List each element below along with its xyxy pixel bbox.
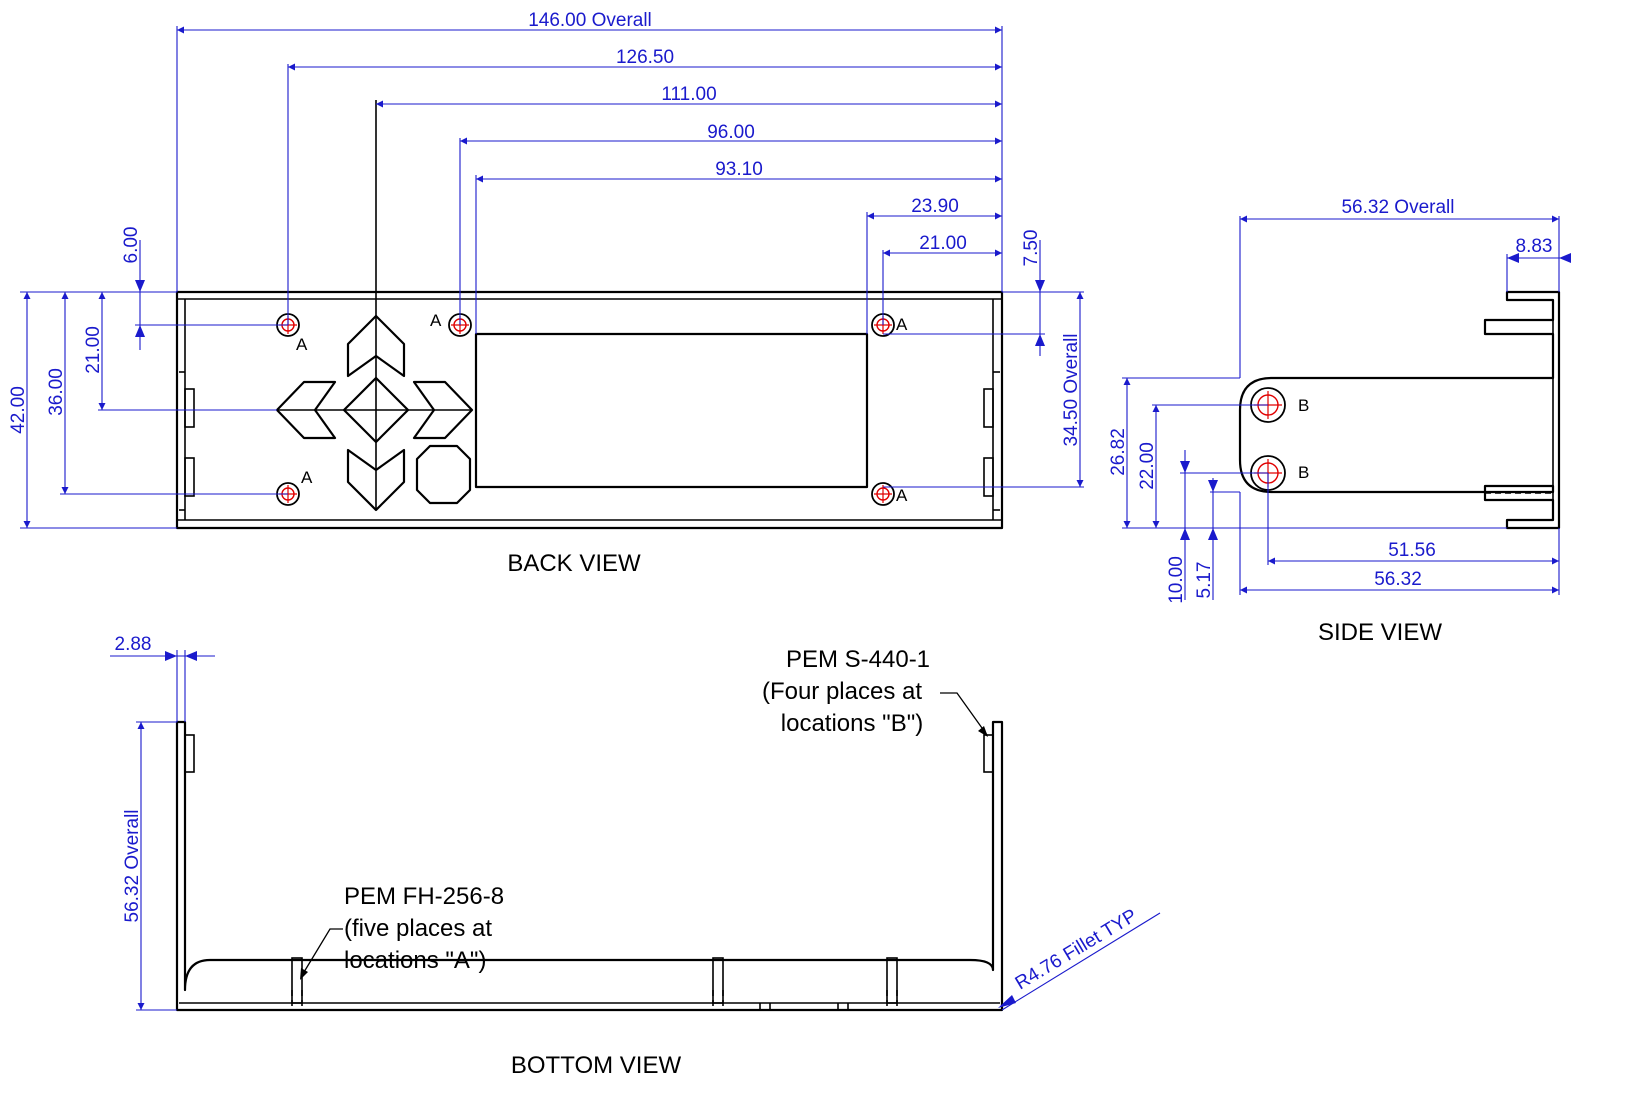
mark-a-3: A xyxy=(430,311,442,330)
dim-side-22-00: 22.00 xyxy=(1137,442,1158,490)
stud-1 xyxy=(291,957,303,1010)
keypad xyxy=(275,100,474,512)
stud-3 xyxy=(886,957,898,1010)
mark-b-1: B xyxy=(1298,396,1309,415)
mark-a-2: A xyxy=(301,468,313,487)
left-tab-bottom xyxy=(184,457,195,497)
pem-s-note: PEM S-440-1 (Four places at locations "B… xyxy=(762,646,988,737)
dim-v-6-00: 6.00 xyxy=(121,227,142,264)
dim-v-7-50: 7.50 xyxy=(1021,230,1042,267)
bottom-profile xyxy=(175,720,1004,1012)
dim-v-34-50-overall: 34.50 Overall xyxy=(1061,333,1082,446)
hole-a-5 xyxy=(871,482,895,506)
bottom-view-label: BOTTOM VIEW xyxy=(511,1052,682,1079)
pem-fh-line-3: locations "A") xyxy=(344,947,486,974)
back-view: A A A A A 146.00 Overall 126.50 111.00 9… xyxy=(8,10,1084,577)
dim-96-00: 96.00 xyxy=(707,122,755,143)
stud-2 xyxy=(712,957,724,1010)
fillet-note: R4.76 Fillet TYP xyxy=(1012,905,1141,994)
dim-side-51-56: 51.56 xyxy=(1388,540,1436,561)
bottom-view: 2.88 56.32 Overall R4.76 Fillet TYP PEM … xyxy=(110,634,1161,1079)
dim-bottom-2-88: 2.88 xyxy=(115,634,152,655)
dim-v-36-00: 36.00 xyxy=(46,368,67,416)
pem-s-line-1: PEM S-440-1 xyxy=(786,646,930,673)
dim-bottom-56-32-overall: 56.32 Overall xyxy=(122,809,143,922)
pem-s-line-2: (Four places at xyxy=(762,678,922,705)
left-tab-top xyxy=(184,388,195,428)
mark-a-1: A xyxy=(296,335,308,354)
octagon-key-shape xyxy=(415,444,472,505)
dim-side-10-00: 10.00 xyxy=(1166,556,1187,604)
mark-a-5: A xyxy=(896,486,908,505)
dim-v-21-00: 21.00 xyxy=(83,326,104,374)
side-view-label: SIDE VIEW xyxy=(1318,619,1442,646)
mark-b-2: B xyxy=(1298,463,1309,482)
left-fastener-b xyxy=(184,734,195,773)
pem-fh-line-2: (five places at xyxy=(344,915,492,942)
dim-v-42-00: 42.00 xyxy=(8,386,29,434)
dim-side-5-17: 5.17 xyxy=(1194,562,1215,599)
dim-21-00: 21.00 xyxy=(919,233,967,254)
pem-fh-note: PEM FH-256-8 (five places at locations "… xyxy=(300,883,504,980)
dim-side-56-32: 56.32 xyxy=(1374,569,1422,590)
dim-93-10: 93.10 xyxy=(715,159,763,180)
pem-s-line-3: locations "B") xyxy=(781,710,923,737)
right-tab-top xyxy=(983,388,994,428)
dim-146-overall: 146.00 Overall xyxy=(528,10,652,31)
pem-fh-line-1: PEM FH-256-8 xyxy=(344,883,504,910)
mark-a-4: A xyxy=(896,315,908,334)
side-view: B B 56.32 Overall 8.83 26.82 22.00 10.00… xyxy=(1108,197,1571,646)
right-tab-bottom xyxy=(983,457,994,497)
dim-126-50: 126.50 xyxy=(616,47,674,68)
dim-side-56-32-overall: 56.32 Overall xyxy=(1341,197,1454,218)
dim-23-90: 23.90 xyxy=(911,196,959,217)
dim-side-26-82: 26.82 xyxy=(1108,428,1129,476)
right-fastener-b xyxy=(983,734,994,773)
dim-side-8-83: 8.83 xyxy=(1516,236,1553,257)
display-window xyxy=(474,332,869,489)
dim-111-00: 111.00 xyxy=(661,84,716,105)
side-profile xyxy=(1238,290,1561,530)
back-view-label: BACK VIEW xyxy=(507,550,641,577)
